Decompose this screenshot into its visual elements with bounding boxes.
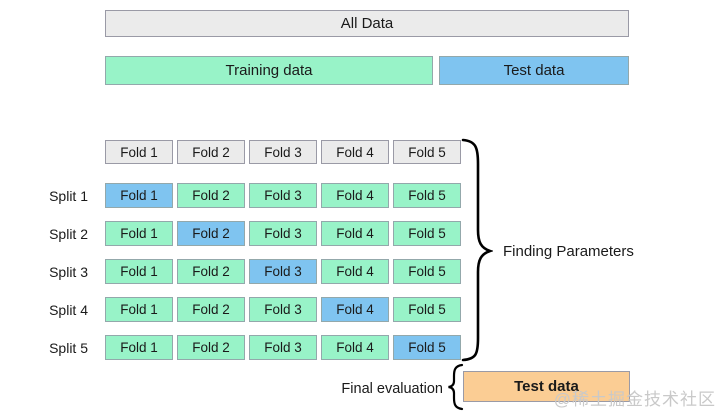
fold-cell-train: Fold 4 bbox=[321, 335, 389, 360]
fold-cell-train: Fold 5 bbox=[393, 297, 461, 322]
fold-cell-train: Fold 2 bbox=[177, 183, 245, 208]
fold-cell-test: Fold 4 bbox=[321, 297, 389, 322]
fold-cell-train: Fold 1 bbox=[105, 259, 173, 284]
watermark: @稀土掘金技术社区 bbox=[553, 390, 716, 409]
fold-cell-test: Fold 1 bbox=[105, 183, 173, 208]
fold-cell-train: Fold 3 bbox=[249, 183, 317, 208]
final-test-data-bar: Test data bbox=[463, 371, 630, 402]
fold-cell-train: Fold 4 bbox=[321, 259, 389, 284]
training-data-bar: Training data bbox=[105, 56, 433, 85]
fold-header-cell: Fold 4 bbox=[321, 140, 389, 164]
fold-cell-train: Fold 5 bbox=[393, 221, 461, 246]
fold-cell-train: Fold 3 bbox=[249, 297, 317, 322]
finding-parameters-label: Finding Parameters bbox=[503, 243, 634, 260]
fold-cell-train: Fold 3 bbox=[249, 221, 317, 246]
split-label: Split 5 bbox=[49, 339, 88, 356]
final-evaluation-brace bbox=[448, 363, 464, 411]
fold-cell-train: Fold 2 bbox=[177, 335, 245, 360]
fold-cell-train: Fold 5 bbox=[393, 183, 461, 208]
fold-cell-test: Fold 3 bbox=[249, 259, 317, 284]
test-data-label: Test data bbox=[503, 62, 565, 79]
training-data-label: Training data bbox=[225, 62, 313, 79]
final-test-data-label: Test data bbox=[514, 378, 579, 395]
fold-cell-train: Fold 1 bbox=[105, 335, 173, 360]
fold-cell-train: Fold 3 bbox=[249, 335, 317, 360]
fold-cell-train: Fold 2 bbox=[177, 259, 245, 284]
split-label: Split 1 bbox=[49, 187, 88, 204]
split-label: Split 2 bbox=[49, 225, 88, 242]
final-evaluation-label: Final evaluation bbox=[341, 381, 443, 397]
test-data-bar: Test data bbox=[439, 56, 629, 85]
split-label: Split 4 bbox=[49, 301, 88, 318]
fold-header-cell: Fold 3 bbox=[249, 140, 317, 164]
fold-header-cell: Fold 5 bbox=[393, 140, 461, 164]
finding-parameters-brace bbox=[461, 138, 493, 362]
fold-cell-train: Fold 5 bbox=[393, 259, 461, 284]
fold-cell-test: Fold 5 bbox=[393, 335, 461, 360]
fold-cell-train: Fold 1 bbox=[105, 221, 173, 246]
fold-header-cell: Fold 1 bbox=[105, 140, 173, 164]
fold-cell-train: Fold 4 bbox=[321, 221, 389, 246]
fold-cell-train: Fold 4 bbox=[321, 183, 389, 208]
fold-cell-train: Fold 2 bbox=[177, 297, 245, 322]
fold-header-cell: Fold 2 bbox=[177, 140, 245, 164]
all-data-label: All Data bbox=[340, 15, 394, 32]
split-label: Split 3 bbox=[49, 263, 88, 280]
fold-cell-test: Fold 2 bbox=[177, 221, 245, 246]
fold-cell-train: Fold 1 bbox=[105, 297, 173, 322]
all-data-bar: All Data bbox=[105, 10, 629, 37]
